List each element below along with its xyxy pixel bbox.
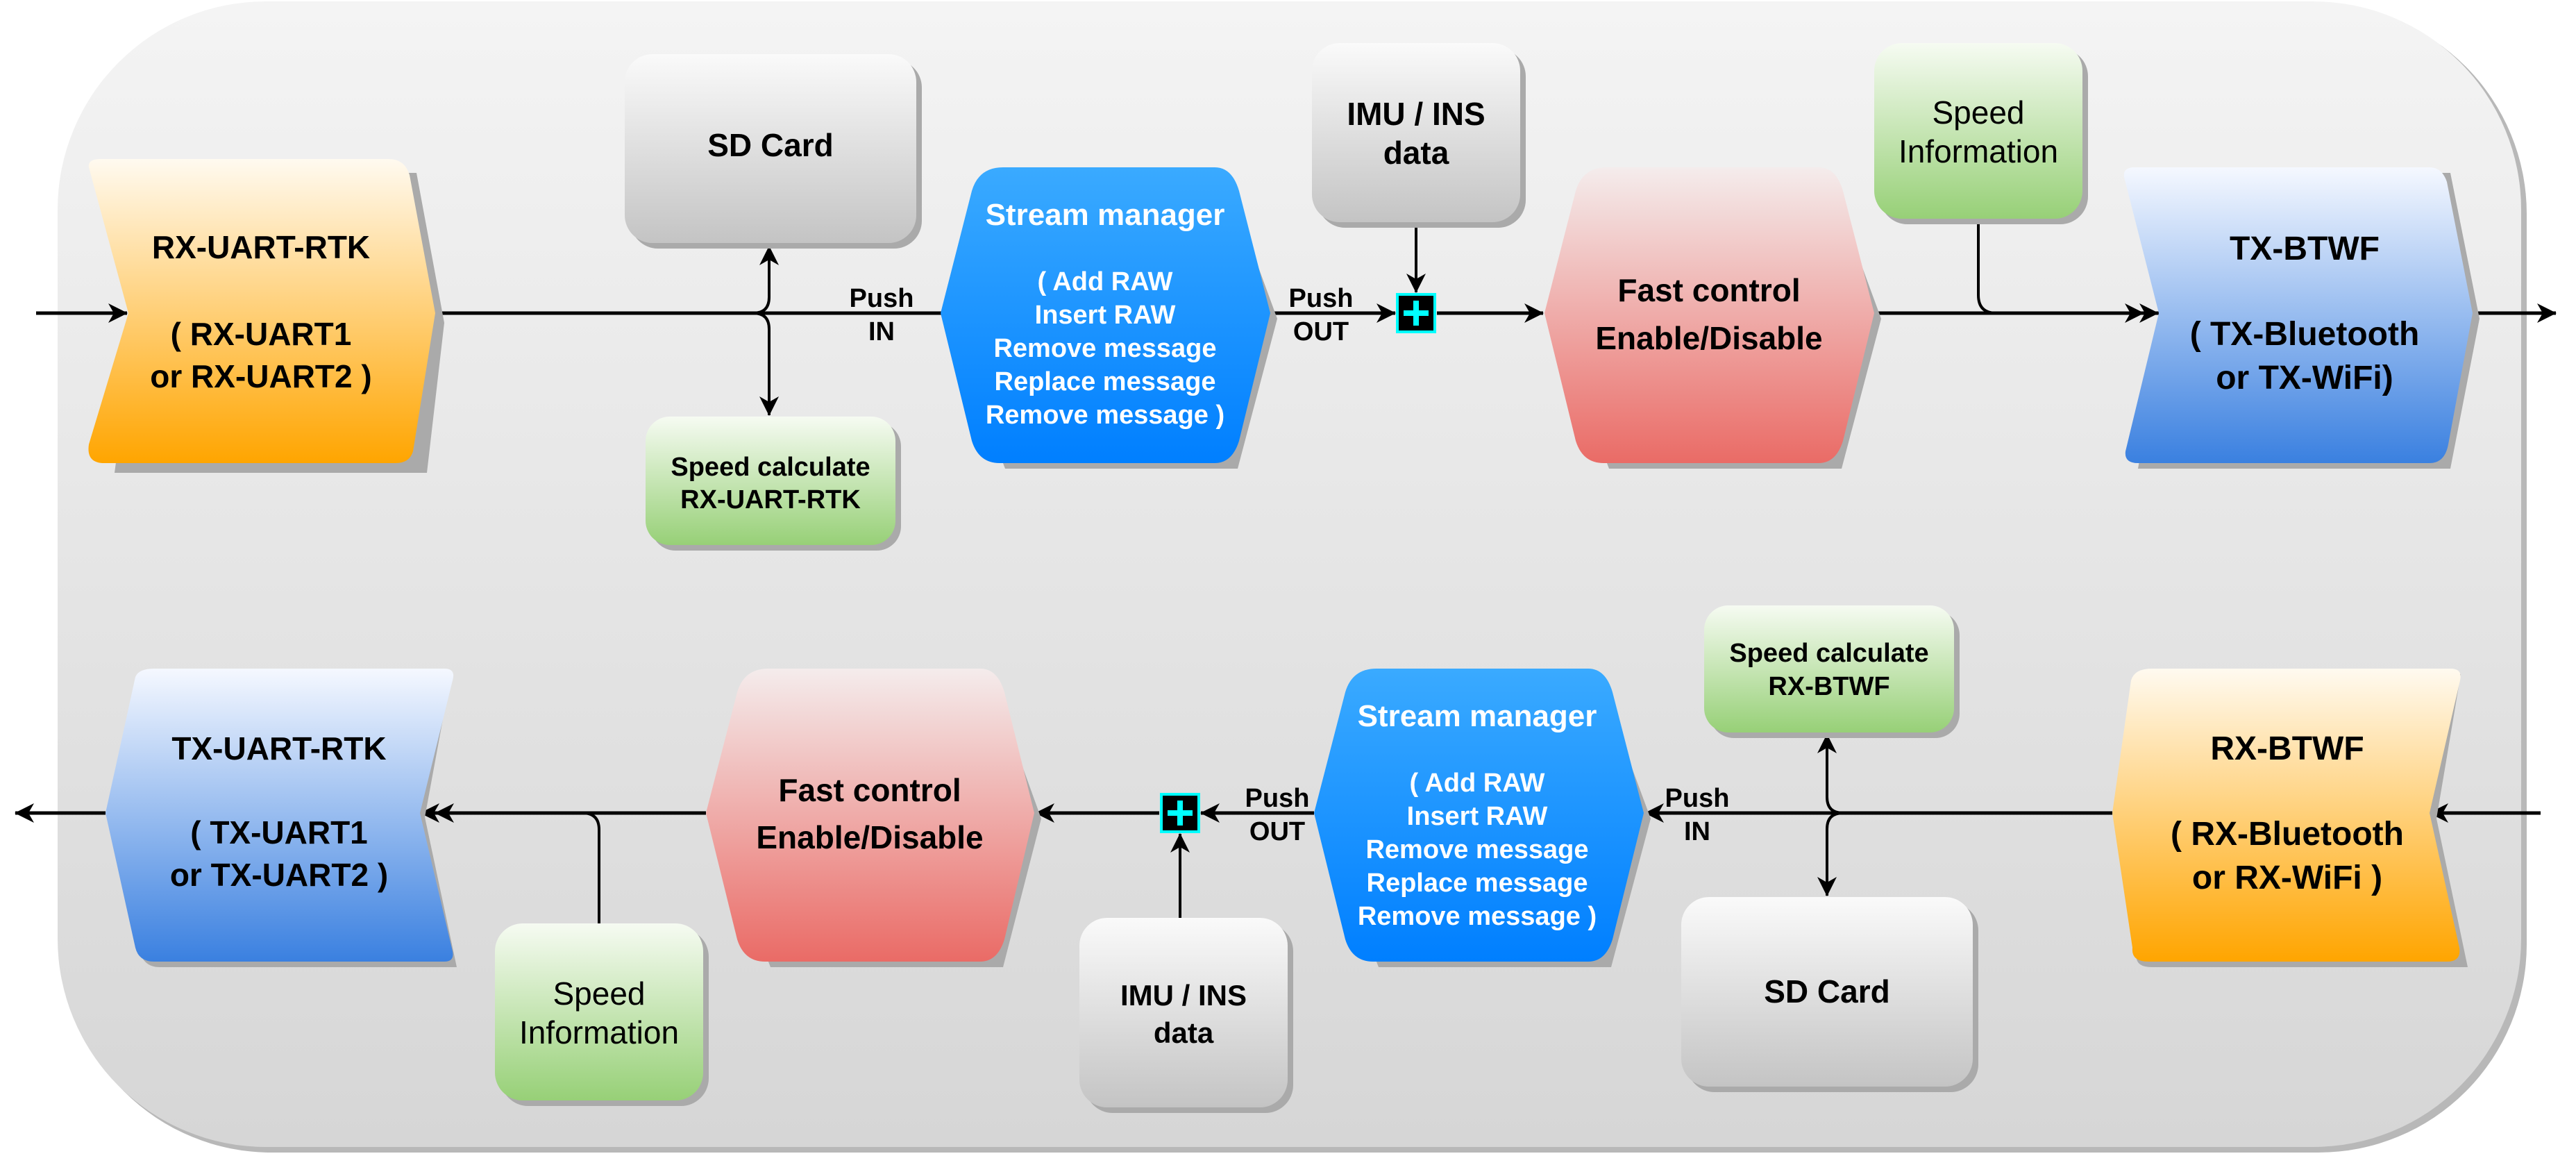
stream-manager-item: Remove message: [1365, 835, 1588, 864]
push-out-label-2: OUT: [1293, 317, 1349, 346]
sd-card-top[interactable]: SD Card: [625, 54, 922, 249]
stream-manager-item: Remove message ): [1358, 902, 1597, 931]
push-out-label-2: OUT: [1249, 817, 1305, 846]
tx-uart-rtk-line2: or TX-UART2 ): [170, 857, 388, 893]
stream-manager-top[interactable]: Stream manager ( Add RAW Insert RAW Remo…: [941, 167, 1277, 469]
push-in-label-1: Push: [850, 284, 914, 313]
rx-btwf-line2: or RX-WiFi ): [2192, 860, 2382, 896]
push-in-label-1: Push: [1665, 784, 1730, 813]
speed-info-line2: Information: [519, 1014, 679, 1050]
rx-btwf-block[interactable]: RX-BTWF ( RX-Bluetooth or RX-WiFi ): [2112, 669, 2468, 967]
container: [58, 1, 2527, 1153]
push-in-label-2: IN: [1684, 817, 1710, 846]
push-out-label-1: Push: [1245, 784, 1310, 813]
imu-line1: IMU / INS: [1347, 96, 1485, 132]
sd-card-label: SD Card: [707, 127, 833, 163]
imu-line2: data: [1383, 135, 1449, 171]
speed-info-line2: Information: [1899, 133, 2058, 169]
sd-card-label: SD Card: [1764, 973, 1889, 1010]
bottom-connectors: [15, 734, 2541, 923]
stream-manager-title: Stream manager: [1358, 699, 1597, 733]
speed-calc-bottom[interactable]: Speed calculate RX-BTWF: [1704, 605, 1960, 738]
to-speed-calc-line: [752, 312, 779, 416]
plus-icon: [1160, 793, 1200, 833]
tx-uart-rtk-line1: ( TX-UART1: [190, 814, 368, 851]
speed-info-line: [582, 812, 600, 923]
speed-calc-line2: RX-UART-RTK: [680, 485, 861, 514]
tx-btwf-line2: or TX-WiFi): [2216, 360, 2393, 396]
stream-manager-item: ( Add RAW: [1410, 769, 1545, 798]
plus-icon: [1396, 293, 1436, 333]
rx-btwf-line1: ( RX-Bluetooth: [2171, 816, 2404, 853]
fast-control-bottom[interactable]: Fast control Enable/Disable: [706, 669, 1041, 967]
speed-info-line1: Speed: [1932, 94, 2024, 131]
tx-uart-rtk-block[interactable]: TX-UART-RTK ( TX-UART1 or TX-UART2 ): [106, 669, 457, 967]
speed-info-line1: Speed: [553, 975, 645, 1012]
speed-calc-line1: Speed calculate: [671, 453, 870, 482]
rx-uart-rtk-title: RX-UART-RTK: [152, 229, 370, 265]
stream-manager-item: Remove message: [993, 334, 1216, 363]
stream-manager-item: ( Add RAW: [1038, 267, 1173, 296]
stream-manager-title: Stream manager: [986, 198, 1225, 232]
fast-control-line2: Enable/Disable: [756, 819, 983, 855]
speed-info-line: [1977, 219, 1997, 315]
imu-ins-bottom[interactable]: IMU / INS data: [1079, 918, 1293, 1113]
speed-calc-line2: RX-BTWF: [1768, 672, 1889, 701]
rx-uart-rtk-block[interactable]: RX-UART-RTK ( RX-UART1 or RX-UART2 ): [88, 159, 444, 473]
sd-card-bottom[interactable]: SD Card: [1681, 897, 1978, 1092]
fast-control-top[interactable]: Fast control Enable/Disable: [1544, 167, 1881, 469]
stream-manager-item: Insert RAW: [1407, 802, 1548, 831]
imu-line1: IMU / INS: [1120, 979, 1247, 1012]
push-in-label-2: IN: [868, 317, 895, 346]
speed-info-top[interactable]: Speed Information: [1874, 43, 2088, 224]
stream-manager-item: Replace message: [995, 367, 1216, 396]
rx-uart-rtk-line1: ( RX-UART1: [171, 316, 352, 352]
stream-manager-item: Replace message: [1367, 869, 1588, 898]
fast-control-line1: Fast control: [778, 772, 961, 808]
fast-control-line2: Enable/Disable: [1595, 320, 1822, 356]
to-sd-card-line: [1817, 812, 1844, 896]
speed-calc-top[interactable]: Speed calculate RX-UART-RTK: [646, 417, 901, 551]
stream-manager-item: Remove message ): [986, 401, 1224, 430]
rx-btwf-title: RX-BTWF: [2210, 730, 2364, 767]
tx-btwf-title: TX-BTWF: [2230, 231, 2380, 267]
push-out-label-1: Push: [1289, 284, 1354, 313]
speed-calc-line1: Speed calculate: [1729, 639, 1928, 668]
imu-ins-top[interactable]: IMU / INS data: [1312, 43, 1526, 228]
tx-uart-rtk-title: TX-UART-RTK: [171, 730, 386, 767]
rx-uart-rtk-line2: or RX-UART2 ): [150, 358, 371, 394]
imu-line2: data: [1154, 1016, 1214, 1049]
tx-btwf-line1: ( TX-Bluetooth: [2190, 316, 2420, 353]
stream-manager-bottom[interactable]: Stream manager ( Add RAW Insert RAW Remo…: [1314, 669, 1651, 967]
fast-control-line1: Fast control: [1617, 272, 1800, 308]
tx-btwf-block[interactable]: TX-BTWF ( TX-Bluetooth or TX-WiFi): [2123, 167, 2480, 469]
speed-info-bottom[interactable]: Speed Information: [495, 923, 709, 1106]
stream-manager-item: Insert RAW: [1035, 301, 1176, 330]
top-connectors: [36, 219, 2557, 416]
